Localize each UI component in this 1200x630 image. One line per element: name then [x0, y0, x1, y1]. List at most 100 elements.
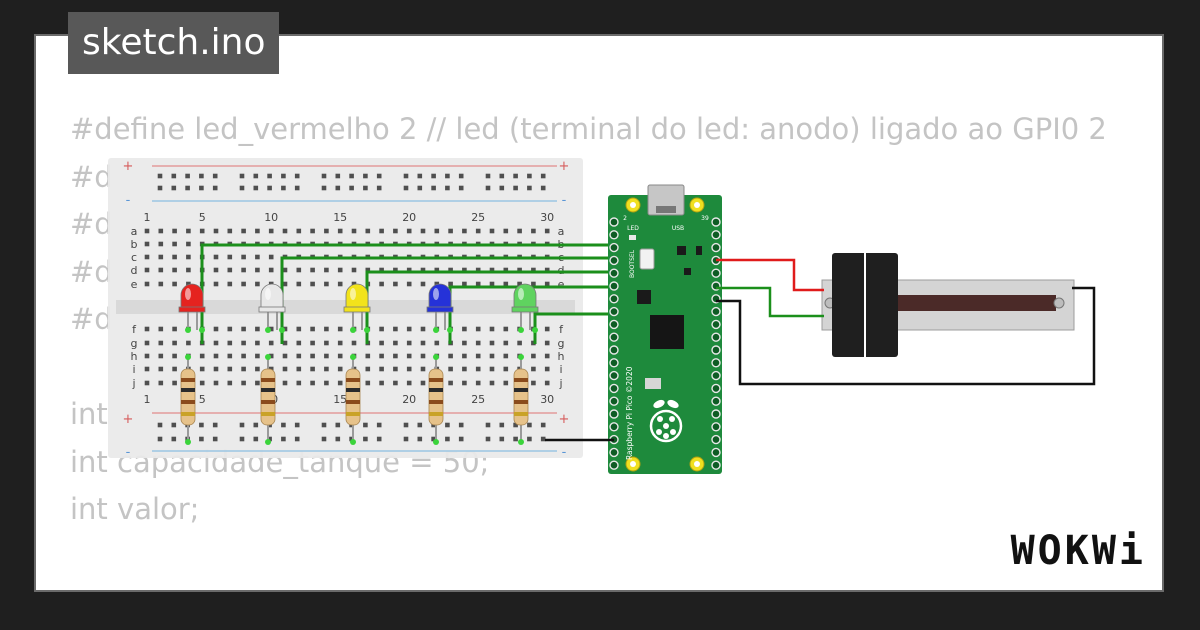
- breadboard-hole: [393, 380, 398, 386]
- row-letter: f: [132, 323, 137, 336]
- usb-port: [656, 206, 676, 213]
- breadboard-hole: [144, 228, 150, 234]
- rail-hole: [458, 422, 464, 428]
- logo-leaf: [653, 399, 665, 409]
- led-green: [511, 283, 539, 313]
- rail-minus-label: -: [562, 445, 567, 460]
- breadboard-hole: [544, 340, 550, 346]
- breadboard-hole: [406, 228, 412, 234]
- rail-hole: [403, 173, 409, 179]
- breadboard-hole: [241, 281, 246, 287]
- wokwi-logo: WOKWi: [1008, 528, 1148, 574]
- code-line: #d: [70, 254, 113, 289]
- breadboard-hole: [393, 281, 398, 287]
- pico-crystal: [645, 378, 661, 389]
- breadboard-hole: [241, 254, 246, 260]
- breadboard-hole: [337, 228, 343, 234]
- breadboard-hole: [379, 267, 384, 273]
- row-letter: c: [131, 251, 137, 264]
- breadboard-hole: [434, 281, 440, 287]
- resistor-body: [345, 368, 361, 426]
- rail-hole: [157, 185, 163, 191]
- rail-hole: [253, 185, 259, 191]
- breadboard-hole: [434, 267, 440, 273]
- breadboard-hole: [172, 353, 177, 359]
- rail-hole: [445, 436, 450, 442]
- row-letter: b: [131, 238, 138, 251]
- pico-pin-right: [711, 434, 721, 445]
- breadboard-hole: [448, 380, 453, 386]
- breadboard-hole: [462, 281, 467, 287]
- pico-flash-chip: [637, 290, 651, 304]
- resistor-band: [181, 412, 195, 416]
- pico-pin-left: [609, 358, 619, 368]
- breadboard-hole: [448, 228, 453, 234]
- pico-pin-left: [609, 281, 619, 291]
- breadboard-hole: [489, 353, 495, 359]
- breadboard-hole: [544, 267, 550, 273]
- breadboard-hole: [268, 228, 274, 234]
- rail-hole: [458, 185, 464, 191]
- rail-hole: [349, 173, 354, 179]
- breadboard-hole: [324, 366, 329, 372]
- rail-hole: [335, 173, 341, 179]
- rail-hole: [281, 185, 286, 191]
- breadboard-hole: [544, 326, 550, 332]
- breadboard-hole: [213, 326, 219, 332]
- pico-pin-left: [609, 332, 619, 342]
- breadboard-hole: [268, 340, 274, 346]
- breadboard-hole: [503, 267, 509, 273]
- rail-hole: [363, 422, 368, 428]
- breadboard-hole: [158, 267, 164, 273]
- breadboard-hole: [462, 380, 467, 386]
- pico-pin-left: [609, 345, 619, 355]
- rail-hole: [212, 422, 218, 428]
- breadboard-hole: [296, 228, 302, 234]
- breadboard-hole: [489, 228, 495, 234]
- breadboard-hole: [406, 281, 412, 287]
- pico-pin-left: [609, 447, 619, 458]
- ground-wire: [716, 286, 1096, 386]
- rail-hole: [513, 185, 518, 191]
- breadboard-hole: [186, 267, 191, 273]
- mounting-hole-center: [694, 202, 700, 208]
- breadboard-hole: [365, 228, 371, 234]
- rail-hole: [513, 173, 518, 179]
- rail-plus-label: +: [559, 159, 570, 174]
- breadboard-hole: [517, 340, 522, 346]
- code-line: int valor;: [70, 492, 200, 526]
- rail-hole: [499, 436, 505, 442]
- rail-hole: [431, 185, 436, 191]
- breadboard-hole: [462, 228, 467, 234]
- breadboard-hole: [393, 326, 398, 332]
- rail-hole: [212, 436, 218, 442]
- rail-plus-label: +: [123, 159, 134, 174]
- resistor-band: [261, 400, 275, 404]
- breadboard-hole: [503, 380, 509, 386]
- breadboard-hole: [186, 241, 191, 247]
- breadboard-hole: [241, 326, 246, 332]
- resistor-band: [514, 400, 528, 404]
- led-highlight: [265, 288, 271, 300]
- resistor-band: [514, 412, 528, 416]
- led-red: [178, 283, 206, 313]
- connection-dot: [532, 327, 538, 333]
- rail-hole: [321, 436, 327, 442]
- column-number: 10: [264, 211, 278, 224]
- raspberry-logo-icon: [649, 399, 683, 443]
- rail-hole: [417, 436, 423, 442]
- pico-pin-left: [609, 230, 619, 240]
- breadboard-hole: [158, 326, 164, 332]
- breadboard-hole: [324, 340, 329, 346]
- logo-leaf: [667, 399, 679, 409]
- file-name-tab[interactable]: sketch.ino: [68, 12, 280, 74]
- rail-hole: [212, 173, 218, 179]
- rail-hole: [403, 422, 409, 428]
- breadboard-hole: [172, 267, 177, 273]
- connection-dot: [185, 354, 191, 360]
- breadboard-hole: [268, 326, 274, 332]
- pico-label-bootsel: BOOTSEL: [629, 249, 636, 278]
- breadboard-hole: [186, 228, 191, 234]
- rail-hole: [403, 185, 409, 191]
- column-number: 20: [402, 211, 416, 224]
